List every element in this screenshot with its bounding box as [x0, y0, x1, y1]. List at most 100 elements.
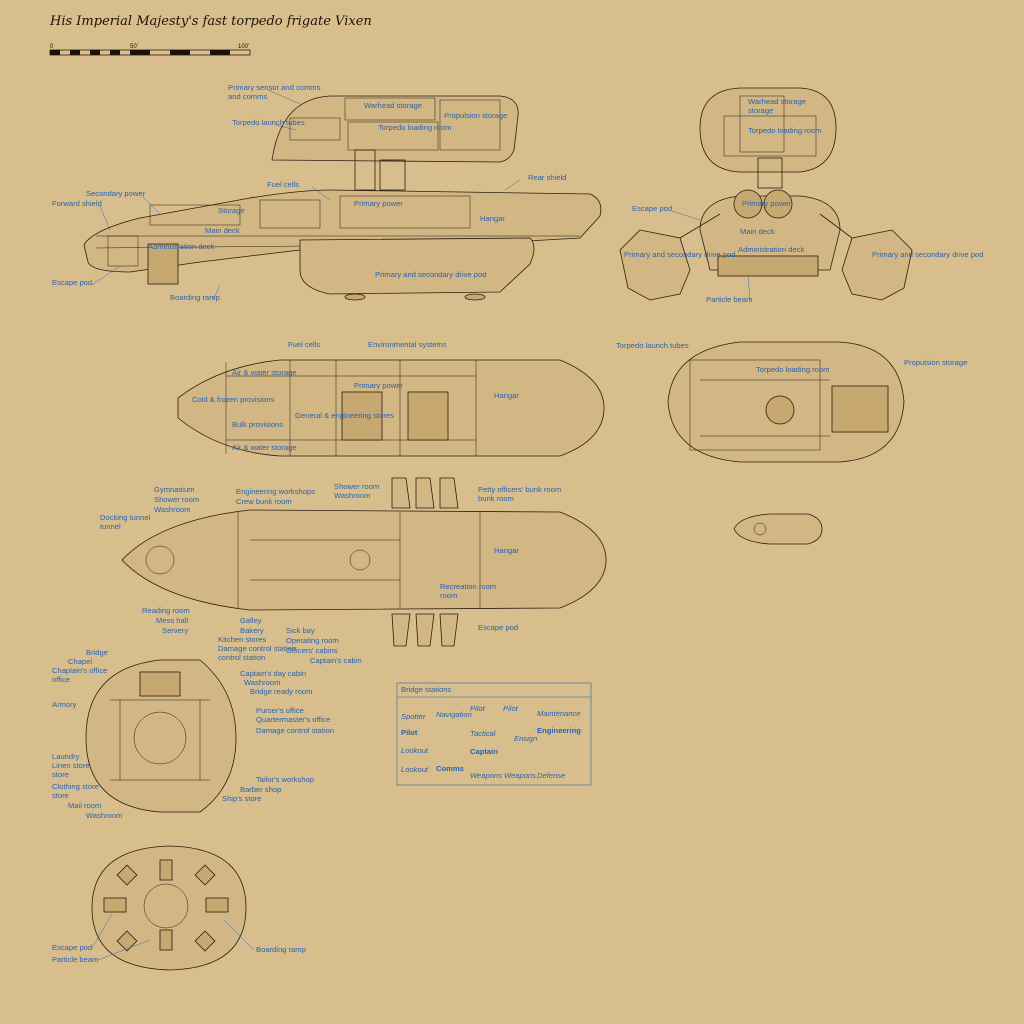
svg-text:Lookout: Lookout	[401, 746, 429, 755]
svg-text:Damage control station: Damage control station	[218, 644, 296, 653]
svg-text:Secondary power: Secondary power	[86, 189, 146, 198]
svg-text:General & engineering stores: General & engineering stores	[295, 411, 394, 420]
svg-text:Boarding ramp: Boarding ramp	[170, 293, 220, 302]
svg-text:Escape pod: Escape pod	[52, 943, 92, 952]
svg-text:Bridge: Bridge	[86, 648, 108, 657]
main-deck-drawing	[121, 477, 607, 647]
svg-text:Torpedo loading room: Torpedo loading room	[378, 123, 451, 132]
svg-text:Escape pod: Escape pod	[478, 623, 518, 632]
svg-text:Docking tunnel: Docking tunnel	[100, 513, 151, 522]
svg-text:Torpedo loading room: Torpedo loading room	[748, 126, 821, 135]
top-pod-labels: Torpedo launch tubes Torpedo loading roo…	[616, 341, 967, 374]
drive-pod-drawing	[91, 845, 247, 971]
svg-text:Ship's store: Ship's store	[222, 794, 261, 803]
admin-deck-drawing	[85, 659, 237, 813]
svg-text:Pilot: Pilot	[401, 728, 418, 737]
scale-tick-100: 100'	[238, 44, 249, 50]
svg-text:Main deck: Main deck	[205, 226, 240, 235]
svg-text:tunnel: tunnel	[100, 522, 121, 531]
blueprint-title: His Imperial Majesty's fast torpedo frig…	[50, 14, 372, 29]
svg-text:Rear shield: Rear shield	[528, 173, 566, 182]
svg-text:Captain's cabin: Captain's cabin	[310, 656, 362, 665]
svg-text:Engineering: Engineering	[537, 726, 581, 735]
svg-text:Kitchen stores: Kitchen stores	[218, 635, 266, 644]
admin-deck-labels: Bridge Chapel Chaplain's office office A…	[52, 648, 334, 820]
main-deck-labels: Gymnasium Shower room Washroom Docking t…	[100, 482, 561, 665]
svg-text:Navigation: Navigation	[436, 710, 472, 719]
svg-text:Officers' cabins: Officers' cabins	[286, 646, 338, 655]
svg-text:Fuel cells: Fuel cells	[267, 180, 299, 189]
svg-text:Primary power: Primary power	[354, 381, 403, 390]
svg-text:Gymnasium: Gymnasium	[154, 485, 195, 494]
svg-text:Damage control station: Damage control station	[256, 726, 334, 735]
svg-text:Pilot: Pilot	[503, 704, 519, 713]
svg-text:Environmental systems: Environmental systems	[368, 340, 447, 349]
top-pod-drawing	[667, 341, 905, 463]
svg-text:Crew bunk room: Crew bunk room	[236, 497, 292, 506]
svg-text:Maintenance: Maintenance	[537, 709, 580, 718]
front-view-labels: Warhead storage storage Torpedo loading …	[624, 97, 983, 304]
front-view-drawing	[619, 87, 913, 301]
svg-text:Mess hall: Mess hall	[156, 616, 188, 625]
svg-text:Lookout: Lookout	[401, 765, 429, 774]
svg-text:Captain's day cabin: Captain's day cabin	[240, 669, 306, 678]
svg-text:Torpedo loading room: Torpedo loading room	[756, 365, 829, 374]
svg-text:store: store	[52, 791, 69, 800]
svg-text:Primary and secondary drive po: Primary and secondary drive pod	[872, 250, 983, 259]
svg-text:Shower room: Shower room	[154, 495, 199, 504]
svg-text:Laundry: Laundry	[52, 752, 80, 761]
svg-text:Comms: Comms	[436, 764, 464, 773]
svg-text:Bulk provisions: Bulk provisions	[232, 420, 283, 429]
svg-text:Air & water storage: Air & water storage	[232, 368, 297, 377]
svg-text:Primary sensor and comms: Primary sensor and comms	[228, 83, 321, 92]
svg-text:Tactical: Tactical	[470, 729, 496, 738]
svg-text:Hangar: Hangar	[494, 546, 519, 555]
svg-text:Chaplain's office: Chaplain's office	[52, 666, 107, 675]
drive-pod-labels: Escape pod Particle beam Boarding ramp	[52, 913, 306, 964]
svg-text:Petty officers' bunk room: Petty officers' bunk room	[478, 485, 561, 494]
svg-text:Reading room: Reading room	[142, 606, 190, 615]
svg-text:Barber shop: Barber shop	[240, 785, 281, 794]
bridge-stations-title: Bridge stations	[401, 685, 451, 694]
side-view-labels: Primary sensor and comms and comms Torpe…	[52, 83, 566, 302]
svg-text:Bridge ready room: Bridge ready room	[250, 687, 312, 696]
svg-text:Hangar: Hangar	[494, 391, 519, 400]
svg-text:control station: control station	[218, 653, 265, 662]
svg-text:Mail room: Mail room	[68, 801, 101, 810]
svg-text:Air & water storage: Air & water storage	[232, 443, 297, 452]
svg-text:Particle beam: Particle beam	[706, 295, 752, 304]
svg-text:Captain: Captain	[470, 747, 498, 756]
svg-text:Clothing store: Clothing store	[52, 782, 99, 791]
svg-text:Washroom: Washroom	[244, 678, 280, 687]
svg-text:Warhead storage: Warhead storage	[364, 101, 422, 110]
svg-text:Storage: Storage	[218, 206, 245, 215]
svg-text:room: room	[440, 591, 457, 600]
svg-text:Fuel cells: Fuel cells	[288, 340, 320, 349]
svg-text:Ensign: Ensign	[514, 734, 537, 743]
svg-text:Defense: Defense	[537, 771, 565, 780]
svg-text:Administration deck: Administration deck	[738, 245, 804, 254]
svg-text:Chapel: Chapel	[68, 657, 92, 666]
svg-text:Sick bay: Sick bay	[286, 626, 315, 635]
svg-text:Engineering workshops: Engineering workshops	[236, 487, 315, 496]
svg-text:Quartermaster's office: Quartermaster's office	[256, 715, 330, 724]
engineering-deck-drawing	[177, 359, 605, 457]
svg-text:Primary and secondary drive po: Primary and secondary drive pod	[375, 270, 486, 279]
svg-text:Operating room: Operating room	[286, 636, 339, 645]
svg-text:Primary power: Primary power	[742, 199, 791, 208]
svg-text:Washroom: Washroom	[154, 505, 190, 514]
svg-text:Particle beam: Particle beam	[52, 955, 98, 964]
svg-text:Administration deck: Administration deck	[148, 242, 214, 251]
svg-text:Propulsion storage: Propulsion storage	[444, 111, 507, 120]
svg-text:Boarding ramp: Boarding ramp	[256, 945, 306, 954]
svg-text:Forward shield: Forward shield	[52, 199, 102, 208]
svg-text:Weapons: Weapons	[504, 771, 536, 780]
svg-text:Shower room: Shower room	[334, 482, 379, 491]
svg-text:store: store	[52, 770, 69, 779]
svg-text:office: office	[52, 675, 70, 684]
svg-text:Cold & frozen provisions: Cold & frozen provisions	[192, 395, 275, 404]
svg-text:and comms: and comms	[228, 92, 267, 101]
svg-text:Armory: Armory	[52, 700, 77, 709]
